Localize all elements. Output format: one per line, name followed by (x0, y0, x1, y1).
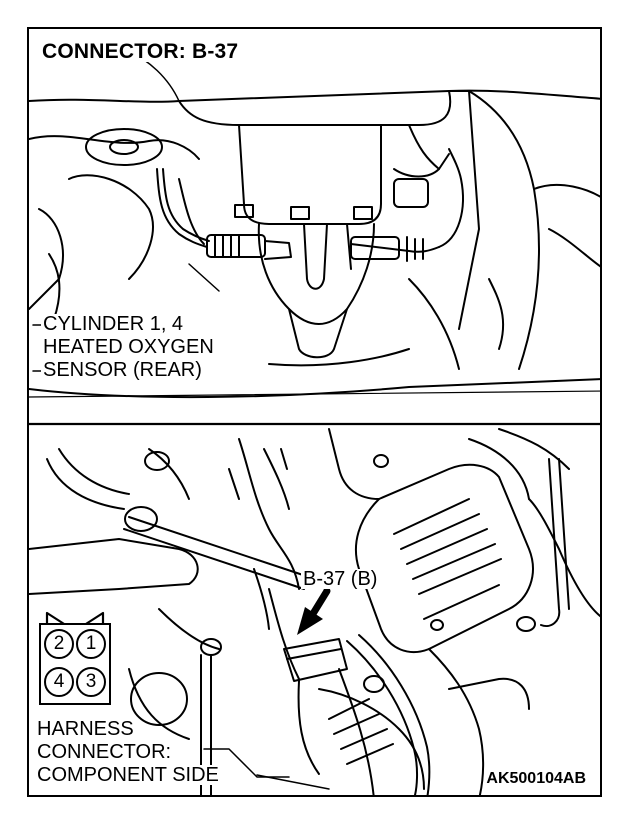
engine-illustration (29, 48, 600, 795)
pin-3: 3 (76, 667, 106, 697)
page-title: CONNECTOR: B-37 (39, 41, 242, 62)
sensor-label-line-2: HEATED OXYGEN (41, 336, 216, 358)
harness-label-line-2: CONNECTOR: (35, 741, 174, 763)
pin-4: 4 (44, 667, 74, 697)
diagram-frame: CONNECTOR: B-37 CYLINDER 1, 4 HEATED OXY… (27, 27, 602, 797)
sensor-label-line-3: SENSOR (REAR) (41, 359, 204, 381)
harness-label-line-1: HARNESS (35, 718, 136, 740)
harness-label-line-3: COMPONENT SIDE (35, 764, 221, 786)
harness-connector-pinout: 2 1 4 3 (37, 611, 113, 707)
connector-callout: B-37 (B) (301, 568, 380, 590)
figure-code: AK500104AB (486, 770, 586, 787)
pin-2: 2 (44, 629, 74, 659)
connector-arrow (297, 587, 331, 635)
bottom-panel-illustration (29, 428, 600, 795)
top-panel-illustration (29, 48, 600, 399)
sensor-label-line-1: CYLINDER 1, 4 (41, 313, 186, 335)
pin-1: 1 (76, 629, 106, 659)
